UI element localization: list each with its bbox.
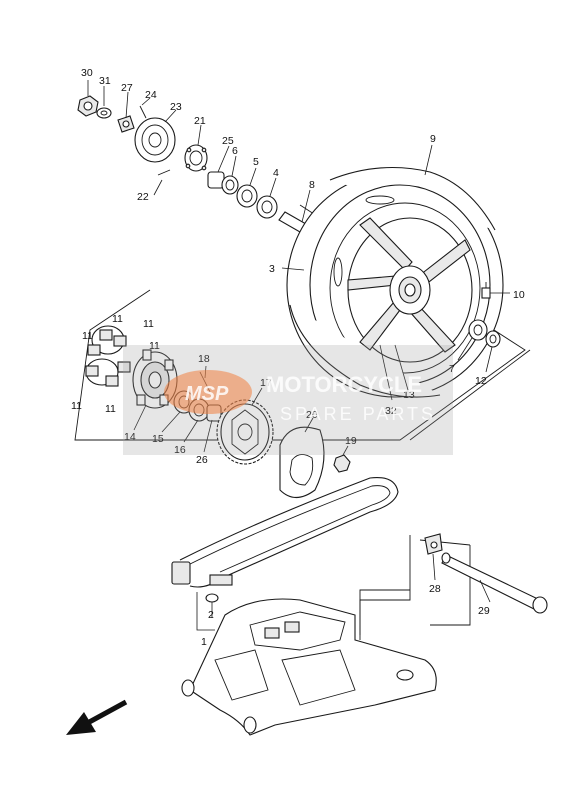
callout-13: 13 bbox=[403, 389, 415, 401]
callout-27: 27 bbox=[121, 82, 133, 94]
callout-11: 11 bbox=[149, 340, 160, 352]
callout-32: 32 bbox=[385, 405, 397, 417]
leader-lines bbox=[87, 80, 510, 631]
callout-7: 7 bbox=[449, 363, 455, 375]
hub-plate bbox=[134, 117, 176, 163]
watermark: MSP MOTORCYCLE SPARE PARTS bbox=[123, 345, 453, 455]
callout-labels: 30 31 27 24 23 21 25 6 5 4 8 9 3 10 22 7… bbox=[71, 67, 525, 648]
sprocket-guard bbox=[279, 426, 325, 499]
callout-5: 5 bbox=[253, 156, 259, 168]
watermark-logo bbox=[164, 370, 252, 414]
callout-29: 29 bbox=[478, 605, 490, 617]
direction-arrow-icon bbox=[66, 699, 128, 735]
drive-chain bbox=[171, 477, 399, 588]
callout-11: 11 bbox=[105, 403, 116, 415]
callout-26: 26 bbox=[196, 454, 208, 466]
chain-joint bbox=[205, 593, 219, 603]
bearing-stack bbox=[207, 171, 278, 219]
washer bbox=[96, 107, 112, 119]
callout-22: 22 bbox=[137, 191, 149, 203]
watermark-logo-text: MSP bbox=[185, 383, 229, 405]
callout-1: 1 bbox=[201, 636, 207, 648]
watermark-line1: MOTORCYCLE bbox=[266, 372, 422, 397]
sensor-disc bbox=[157, 144, 208, 176]
callout-16: 16 bbox=[174, 444, 186, 456]
bolt-24 bbox=[139, 105, 147, 119]
swingarm bbox=[181, 598, 437, 736]
callout-25: 25 bbox=[222, 135, 234, 147]
callout-9: 9 bbox=[430, 133, 436, 145]
pivot-parts bbox=[424, 533, 548, 614]
callout-18: 18 bbox=[198, 353, 210, 365]
callout-11: 11 bbox=[143, 318, 154, 330]
watermark-line2: SPARE PARTS bbox=[280, 404, 436, 424]
callout-19: 19 bbox=[345, 435, 357, 447]
callout-17: 17 bbox=[260, 377, 272, 389]
callout-20: 20 bbox=[306, 409, 318, 421]
callout-2: 2 bbox=[208, 609, 214, 621]
callout-28: 28 bbox=[429, 583, 441, 595]
callout-11: 11 bbox=[82, 330, 93, 342]
callout-3: 3 bbox=[269, 263, 275, 275]
sprocket bbox=[216, 399, 274, 465]
callout-12: 12 bbox=[475, 375, 487, 387]
callout-21: 21 bbox=[194, 115, 206, 127]
right-bearings bbox=[468, 319, 501, 348]
callout-24: 24 bbox=[145, 89, 157, 101]
damper-set bbox=[85, 325, 131, 387]
callout-15: 15 bbox=[152, 433, 164, 445]
callout-4: 4 bbox=[273, 167, 279, 179]
rear-wheel bbox=[286, 166, 504, 398]
callout-23: 23 bbox=[170, 101, 182, 113]
callout-6: 6 bbox=[232, 145, 238, 157]
callout-10: 10 bbox=[513, 289, 525, 301]
nut-19 bbox=[333, 454, 351, 473]
callout-8: 8 bbox=[309, 179, 315, 191]
callout-11: 11 bbox=[112, 313, 123, 325]
axle-nut-group bbox=[77, 95, 147, 133]
callout-14: 14 bbox=[124, 431, 136, 443]
callout-11: 11 bbox=[71, 400, 82, 412]
callout-30: 30 bbox=[81, 67, 93, 79]
callout-31: 31 bbox=[99, 75, 111, 87]
